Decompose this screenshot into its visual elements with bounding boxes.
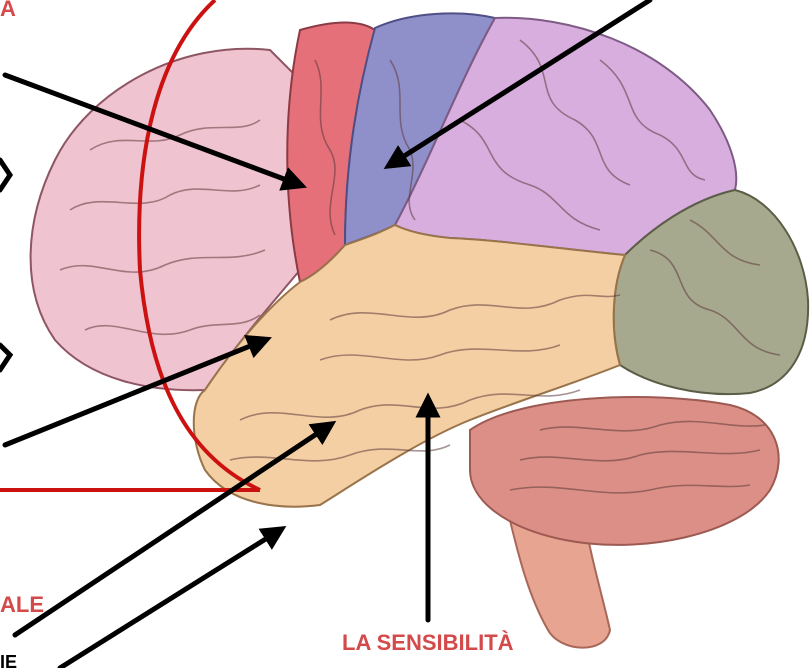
arrow-to-temporal-middle — [15, 425, 330, 635]
arrow-left-edge-2 — [0, 345, 10, 370]
arrow-left-edge-1 — [0, 160, 10, 190]
label-la-sensibilita: LA SENSIBILITÀ — [342, 630, 514, 655]
label-fragment-top: A — [0, 0, 16, 21]
cerebellum — [470, 397, 779, 545]
arrow-to-temporal-lower — [60, 530, 280, 668]
label-fragment-bottom-left: ALE — [0, 592, 44, 617]
label-fragment-bottom-cut: IE — [0, 652, 17, 668]
